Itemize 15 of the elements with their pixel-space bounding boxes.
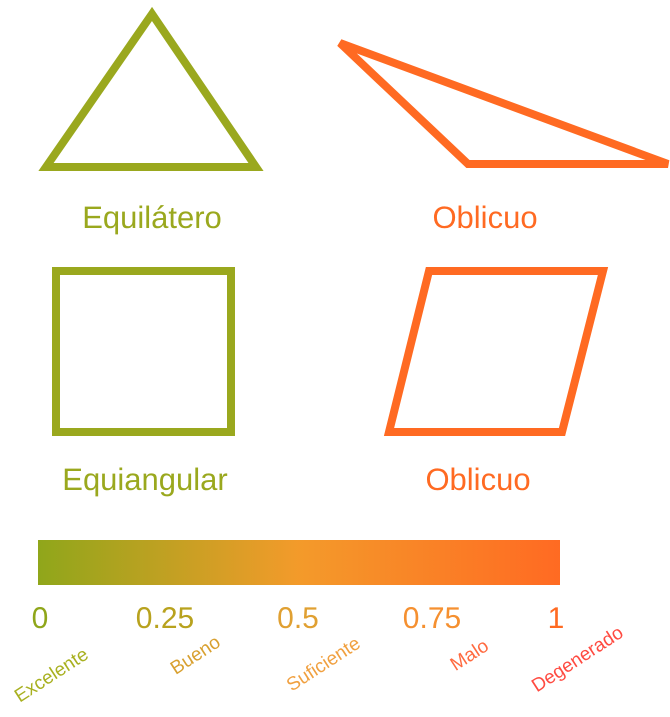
scale-value: 0 <box>32 602 48 636</box>
triangle-shape <box>336 39 670 168</box>
parallelogram-shape <box>384 267 608 436</box>
shape-label: Equilátero <box>82 200 222 236</box>
square-shape <box>52 267 235 436</box>
color-scale-bar <box>38 540 560 585</box>
scale-value: 0.75 <box>402 602 462 636</box>
shape-label: Oblicuo <box>425 462 531 498</box>
scale-value: 0.5 <box>277 602 319 636</box>
shape-label: Oblicuo <box>432 200 538 236</box>
scale-value: 1 <box>548 602 564 635</box>
scale-value: 0.25 <box>136 602 194 636</box>
rating-label: Malo <box>446 636 494 676</box>
triangle-shape <box>38 6 264 171</box>
shape-label: Equiangular <box>62 462 228 498</box>
